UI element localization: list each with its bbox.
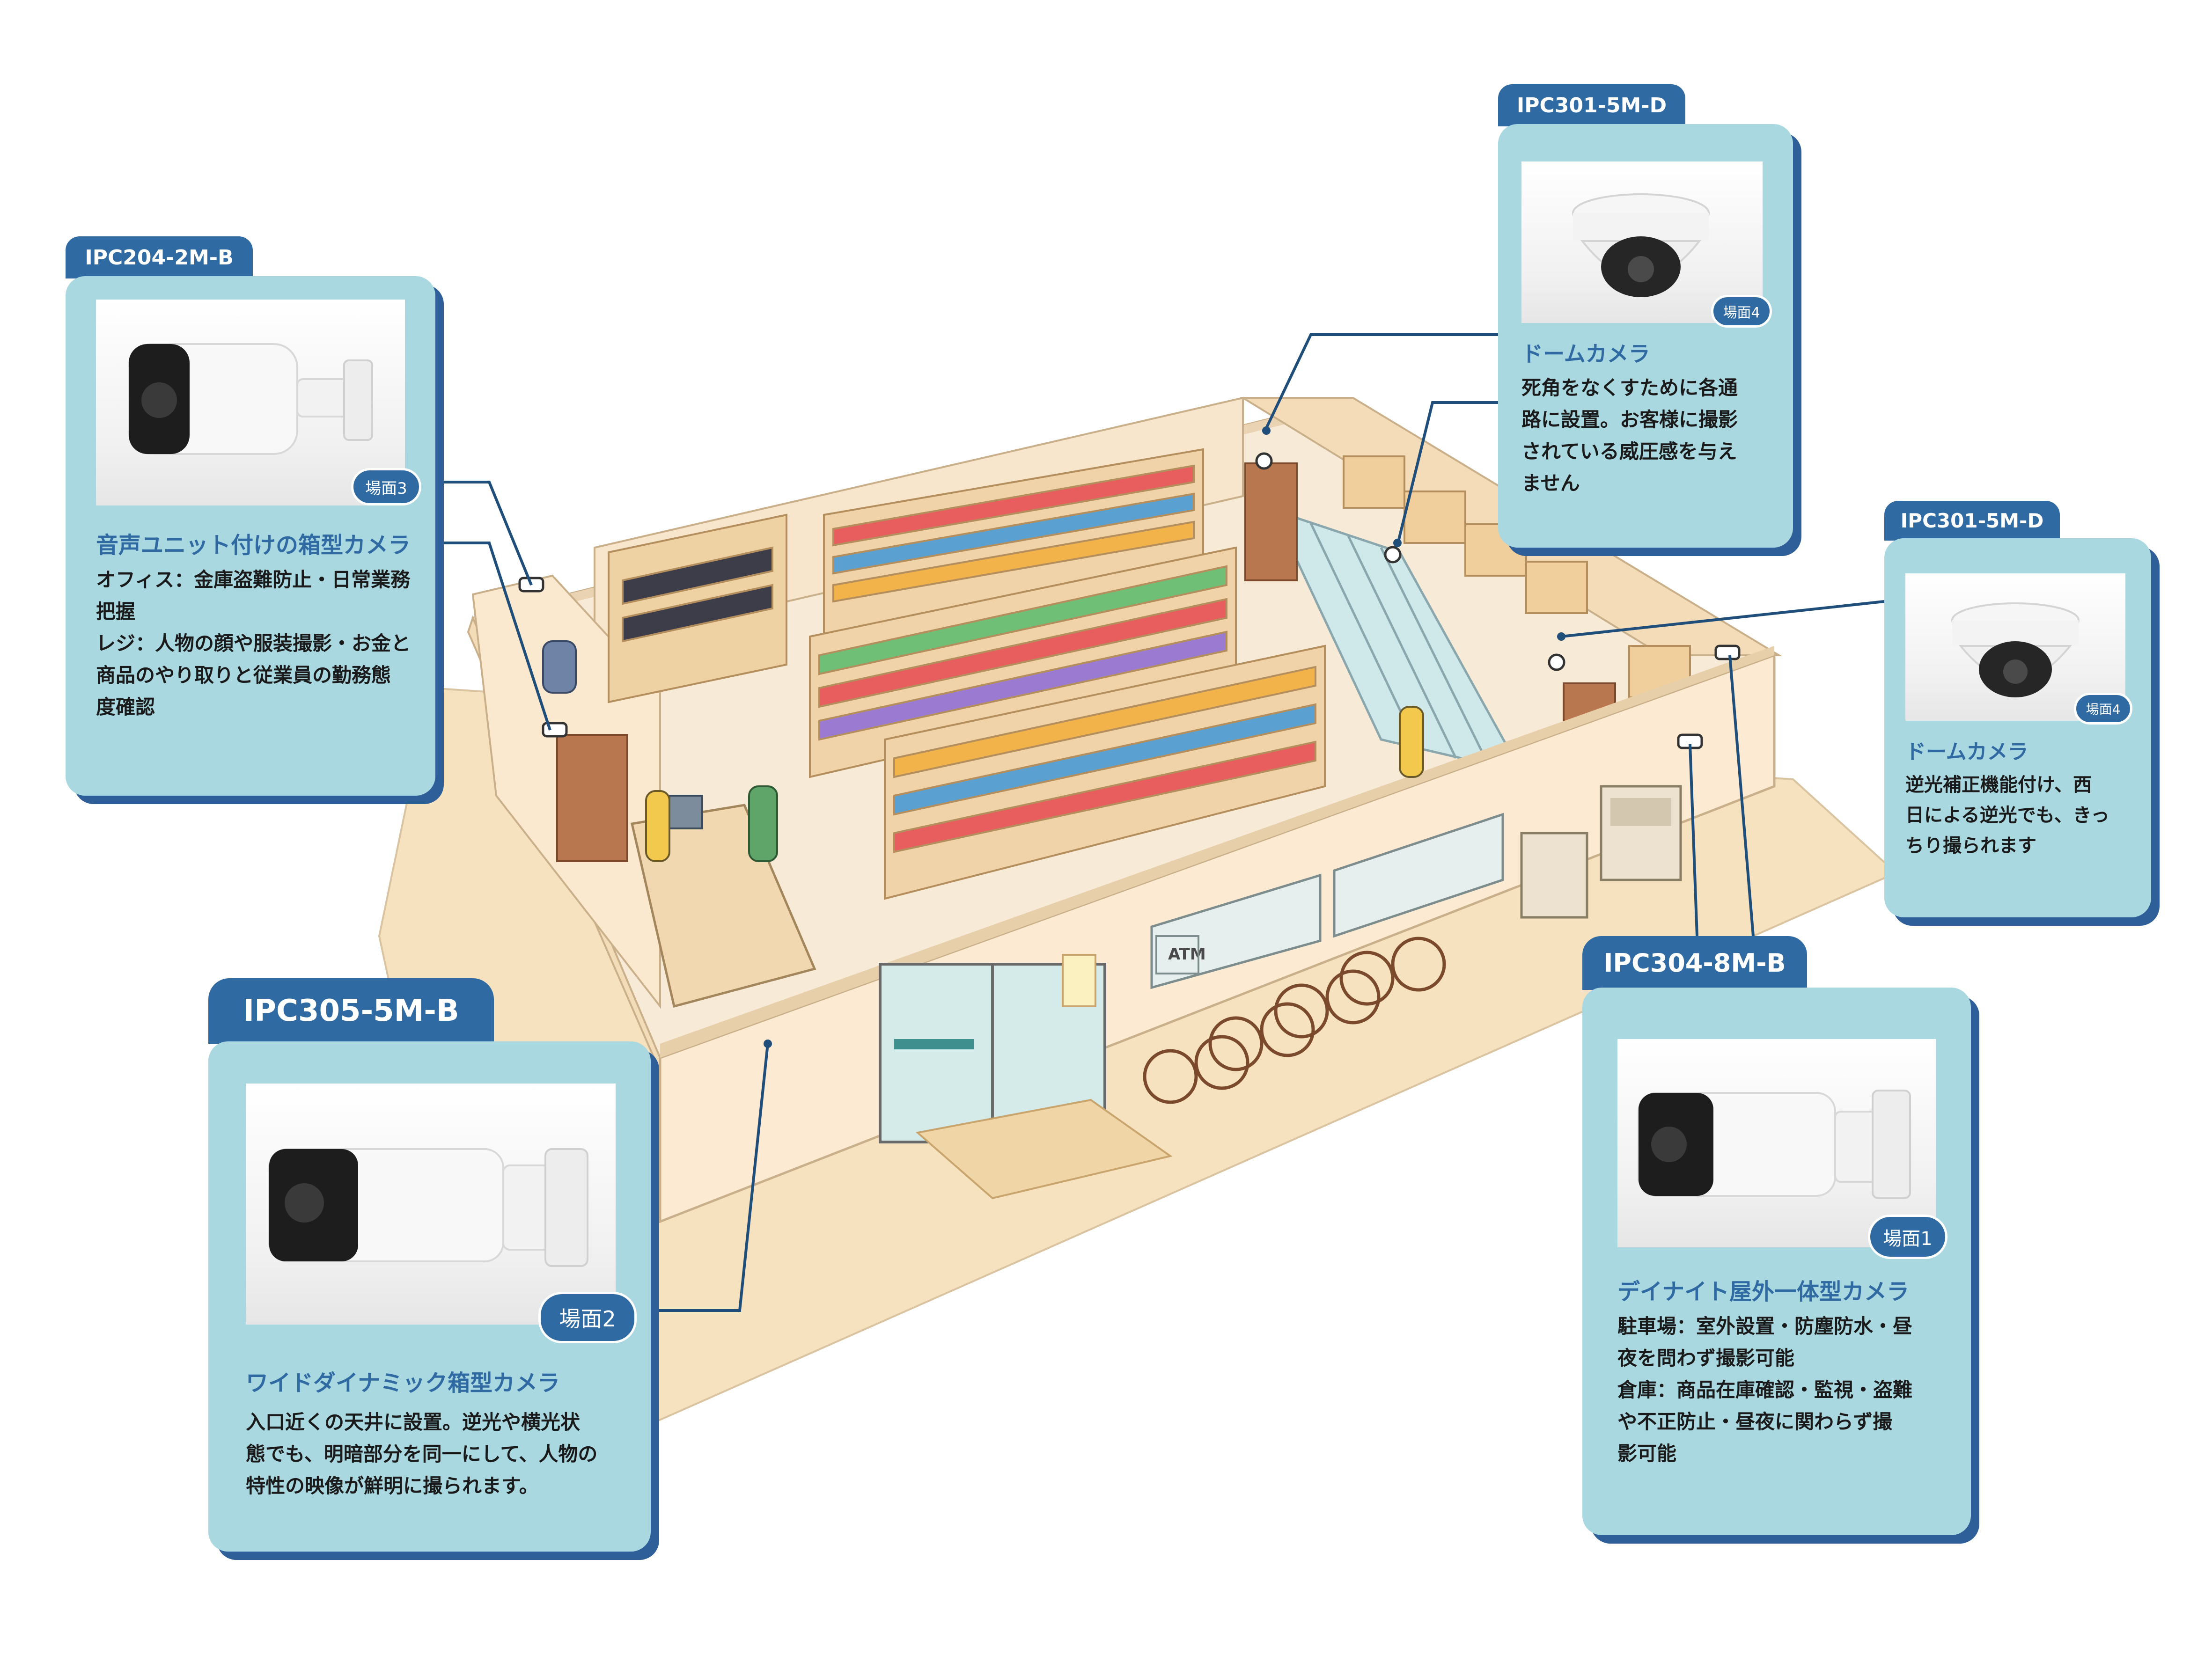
dome-camera-icon <box>1951 602 2080 697</box>
entrance-mat <box>915 1098 1173 1200</box>
callout-description: 駐車場：室外設置・防塵防水・昼 夜を問わず撮影可能 倉庫：商品在庫確認・監視・盗… <box>1617 1311 1912 1470</box>
checkout-counter <box>630 804 816 1008</box>
callout-card: 場面4 ドームカメラ 逆光補正機能付け、西 日による逆光でも、きっ ちり撮られま… <box>1884 538 2151 917</box>
dome-camera-icon <box>1572 193 1710 297</box>
callout-description: オフィス：金庫盗難防止・日常業務 把握 レジ：人物の顔や服装撮影・お金と 商品の… <box>96 564 411 723</box>
callout-title: ドームカメラ <box>1521 341 1650 366</box>
camera-mount-register <box>542 722 568 738</box>
desc-line: 態でも、明暗部分を同一にして、人物の <box>246 1443 598 1466</box>
model-tab: IPC305-5M-B <box>208 978 494 1044</box>
camera-mount-ceiling-2 <box>1384 546 1402 564</box>
desc-line: ちり撮られます <box>1905 835 2036 857</box>
leader-ipc301-top-a <box>1263 333 1505 434</box>
vending-machine-1 <box>1520 832 1588 919</box>
desc-line: されている威圧感を与え <box>1521 440 1737 463</box>
desc-line: や不正防止・昼夜に関わらず撮 <box>1617 1410 1893 1434</box>
bicycles <box>1143 937 1446 1104</box>
leader-ipc204-a <box>442 481 533 586</box>
desc-line: 特性の映像が鮮明に撮られます。 <box>246 1474 539 1498</box>
storeroom-door <box>1244 462 1298 581</box>
leader-ipc304-b <box>1728 655 1755 937</box>
callout-title: デイナイト屋外一体型カメラ <box>1617 1279 1910 1305</box>
poster <box>1062 954 1096 1007</box>
product-photo <box>1905 573 2125 721</box>
product-photo <box>96 300 405 505</box>
leader-lines <box>442 333 1885 1312</box>
model-tab: IPC301-5M-D <box>1884 501 2060 541</box>
desc-line: 度確認 <box>96 696 155 719</box>
callout-card: 場面1 デイナイト屋外一体型カメラ 駐車場：室外設置・防塵防水・昼 夜を問わず撮… <box>1582 988 1971 1535</box>
product-photo <box>1521 161 1763 323</box>
desc-line: 死角をなくすために各通 <box>1521 376 1738 399</box>
leader-ipc301-right <box>1561 600 1885 638</box>
model-tab: IPC301-5M-D <box>1498 84 1685 126</box>
desc-line: 駐車場：室外設置・防塵防水・昼 <box>1617 1315 1913 1338</box>
callout-title: ワイドダイナミック箱型カメラ <box>246 1370 560 1396</box>
customer <box>748 785 778 862</box>
callout-description: 入口近くの天井に設置。逆光や横光状 態でも、明暗部分を同一にして、人物の 特性の… <box>246 1406 597 1502</box>
scene-badge: 場面3 <box>351 468 421 505</box>
desc-line: 夜を問わず撮影可能 <box>1617 1347 1795 1370</box>
product-photo <box>1617 1039 1936 1247</box>
leader-ipc204-b <box>442 542 551 731</box>
scene-badge: 場面4 <box>1711 295 1772 328</box>
shelves <box>608 448 1326 900</box>
camera-mount-ceiling-3 <box>1548 653 1565 671</box>
leader-ipc304-a <box>1689 744 1698 937</box>
desc-line: 倉庫：商品在庫確認・監視・盗難 <box>1617 1378 1913 1402</box>
callout-description: 死角をなくすために各通 路に設置。お客様に撮影 されている威圧感を与え ません <box>1521 372 1738 499</box>
front-wall-top <box>660 646 1774 1058</box>
desc-line: 入口近くの天井に設置。逆光や横光状 <box>246 1411 581 1434</box>
desc-line: 商品のやり取りと従業員の勤務態 <box>96 664 391 687</box>
leader-ipc305 <box>651 1043 769 1312</box>
desc-line: 路に設置。お客様に撮影 <box>1521 408 1738 432</box>
callout-card: 場面3 音声ユニット付けの箱型カメラ オフィス：金庫盗難防止・日常業務 把握 レ… <box>66 276 435 796</box>
desc-line: 影可能 <box>1617 1442 1677 1465</box>
desc-line: 日による逆光でも、きっ <box>1905 804 2109 826</box>
camera-mount-storeroom <box>1714 644 1741 660</box>
model-tab: IPC304-8M-B <box>1582 936 1807 990</box>
desc-line: レジ：人物の顔や服装撮影・お金と <box>96 632 411 655</box>
model-tab: IPC204-2M-B <box>66 236 253 278</box>
callout-title: 音声ユニット付けの箱型カメラ <box>96 532 411 558</box>
front-window-2 <box>1333 813 1504 938</box>
desc-line: オフィス：金庫盗難防止・日常業務 <box>96 568 411 591</box>
callout-card: 場面4 ドームカメラ 死角をなくすために各通 路に設置。お客様に撮影 されている… <box>1498 124 1793 548</box>
office-door <box>556 734 628 862</box>
bullet-camera-icon <box>268 1148 588 1267</box>
bullet-camera-icon <box>128 343 373 455</box>
desc-line: 逆光補正機能付け、西 <box>1905 774 2092 796</box>
front-window-1 <box>1150 873 1322 989</box>
atm-label: ATM <box>1168 945 1206 964</box>
storeroom-boxes <box>1343 455 1691 698</box>
cashier <box>645 790 670 862</box>
office-worker <box>542 640 577 694</box>
callout-title: ドームカメラ <box>1905 740 2028 764</box>
clerk <box>1399 706 1424 778</box>
scene-badge: 場面4 <box>2074 693 2132 725</box>
leader-dots <box>764 426 1565 1048</box>
bullet-camera-icon <box>1638 1090 1911 1199</box>
desc-line: 把握 <box>96 600 136 623</box>
product-photo <box>246 1084 616 1325</box>
leader-ipc301-top-b <box>1396 401 1505 546</box>
scene-badge: 場面1 <box>1868 1215 1947 1259</box>
camera-mount-ceiling-1 <box>1255 452 1273 470</box>
register <box>669 795 703 829</box>
desc-line: ません <box>1521 472 1580 495</box>
scene-badge: 場面2 <box>538 1292 637 1343</box>
callout-description: 逆光補正機能付け、西 日による逆光でも、きっ ちり撮られます <box>1905 770 2109 861</box>
callout-card: 場面2 ワイドダイナミック箱型カメラ 入口近くの天井に設置。逆光や横光状 態でも… <box>208 1041 651 1552</box>
